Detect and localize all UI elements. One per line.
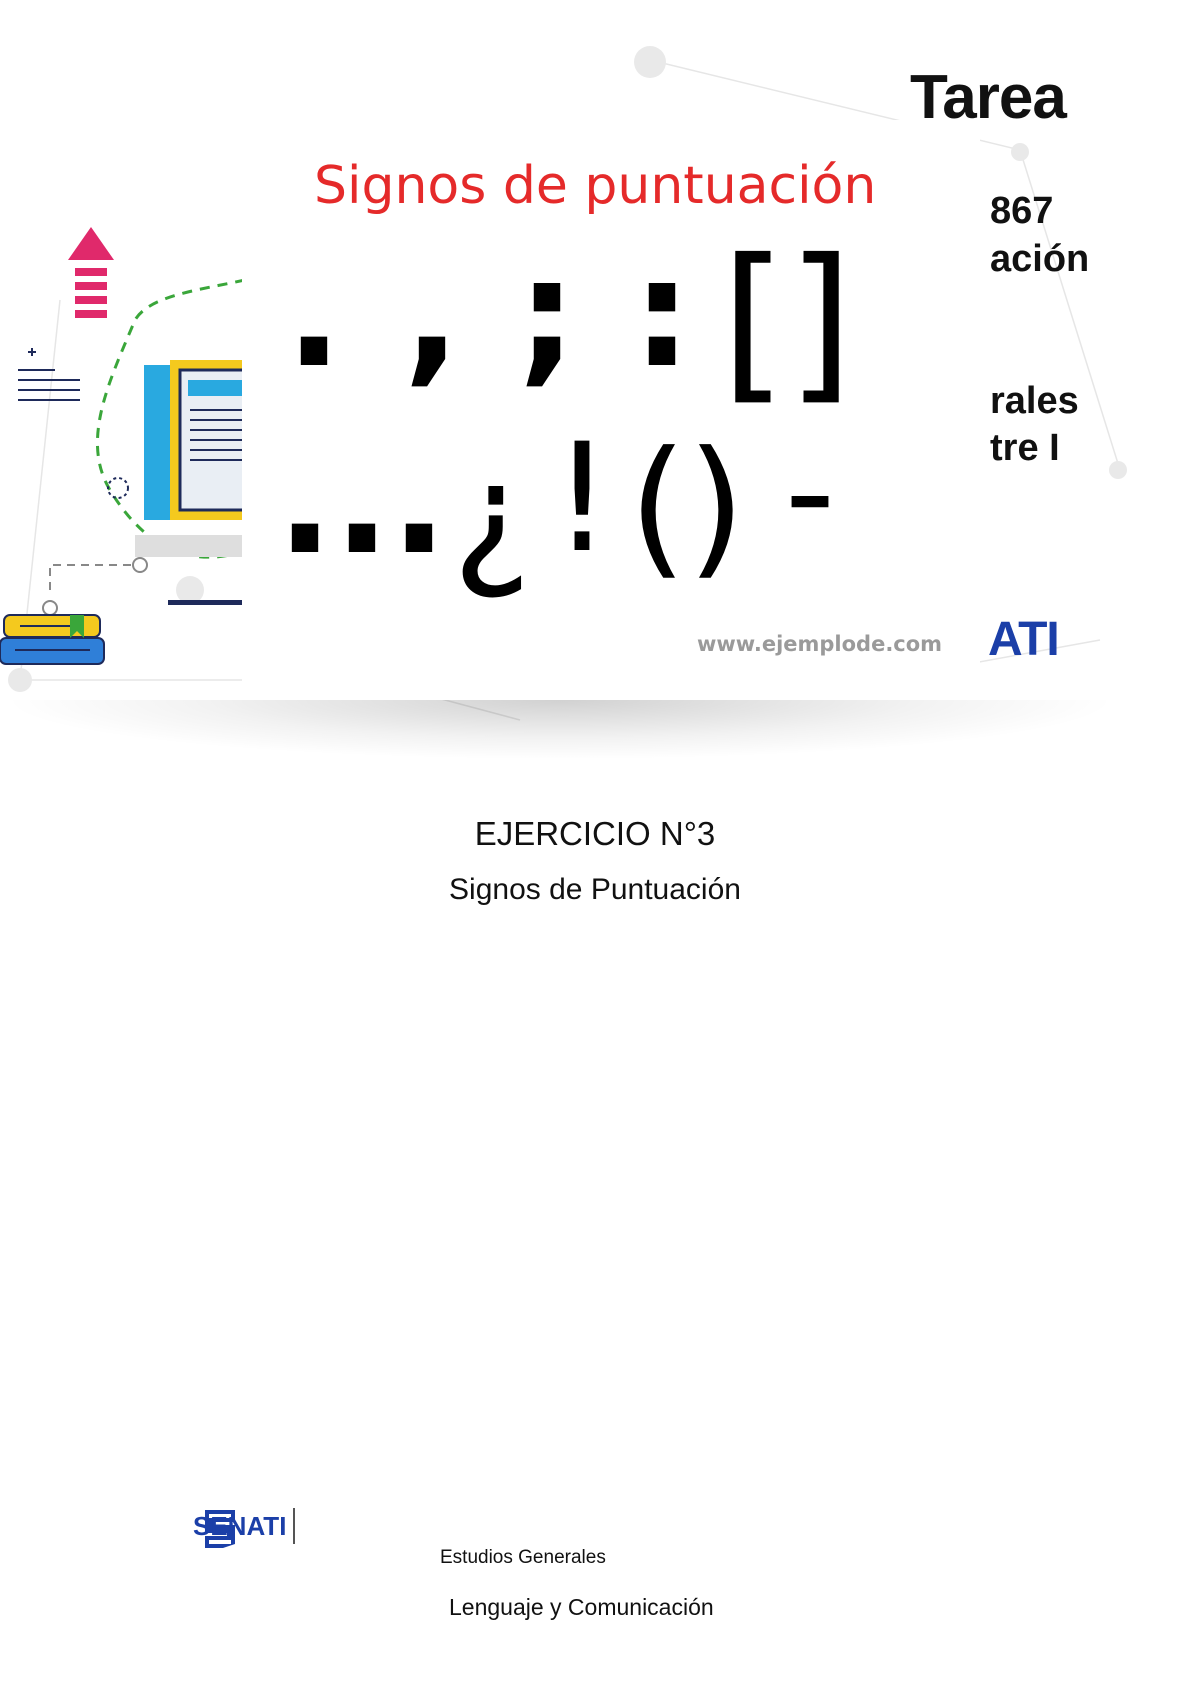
exercise-subtitle: Signos de Puntuación (449, 873, 741, 906)
cover-side-line: ación (990, 238, 1090, 280)
cover-side-line: 867 (990, 190, 1054, 232)
logo-divider (293, 1508, 295, 1544)
senati-brand-name: SENATI (193, 1511, 287, 1541)
banner-shadow (0, 700, 1120, 760)
sign-exclamation: ! (552, 430, 612, 586)
course-label: Lenguaje y Comunicación (449, 1594, 714, 1620)
computer-books-illustration (0, 227, 245, 665)
sign-period: . (286, 230, 343, 401)
sign-ellipsis: ... (277, 430, 448, 588)
sign-dash: - (785, 430, 836, 574)
punctuation-signs-row-2: ... ¿ ! () - (277, 430, 836, 604)
sign-colon: : (632, 230, 692, 401)
punctuation-image: Signos de puntuación . , ; : [] ... ¿ ! … (242, 120, 980, 700)
cover-side-line: tre I (990, 427, 1060, 469)
exercise-title: EJERCICIO N°3 (474, 815, 716, 852)
cover-banner: Tarea 867 ación rales tre I ATI (0, 0, 1200, 760)
department-label: Estudios Generales (440, 1547, 606, 1568)
image-title: Signos de puntuación (314, 156, 877, 216)
sign-inverted-question: ¿ (452, 430, 532, 604)
sign-brackets: [] (721, 230, 854, 421)
sign-comma: , (404, 230, 461, 401)
punctuation-signs-row-1: . , ; : [] (286, 230, 854, 421)
up-arrow-icon (68, 227, 114, 260)
cover-senati-logo-fragment: ATI (988, 613, 1060, 666)
sign-parentheses: () (628, 430, 745, 594)
sign-semicolon: ; (517, 230, 577, 401)
cover-side-line: rales (990, 380, 1079, 422)
image-watermark: www.ejemplode.com (697, 632, 943, 656)
senati-logo-icon (205, 1510, 235, 1548)
